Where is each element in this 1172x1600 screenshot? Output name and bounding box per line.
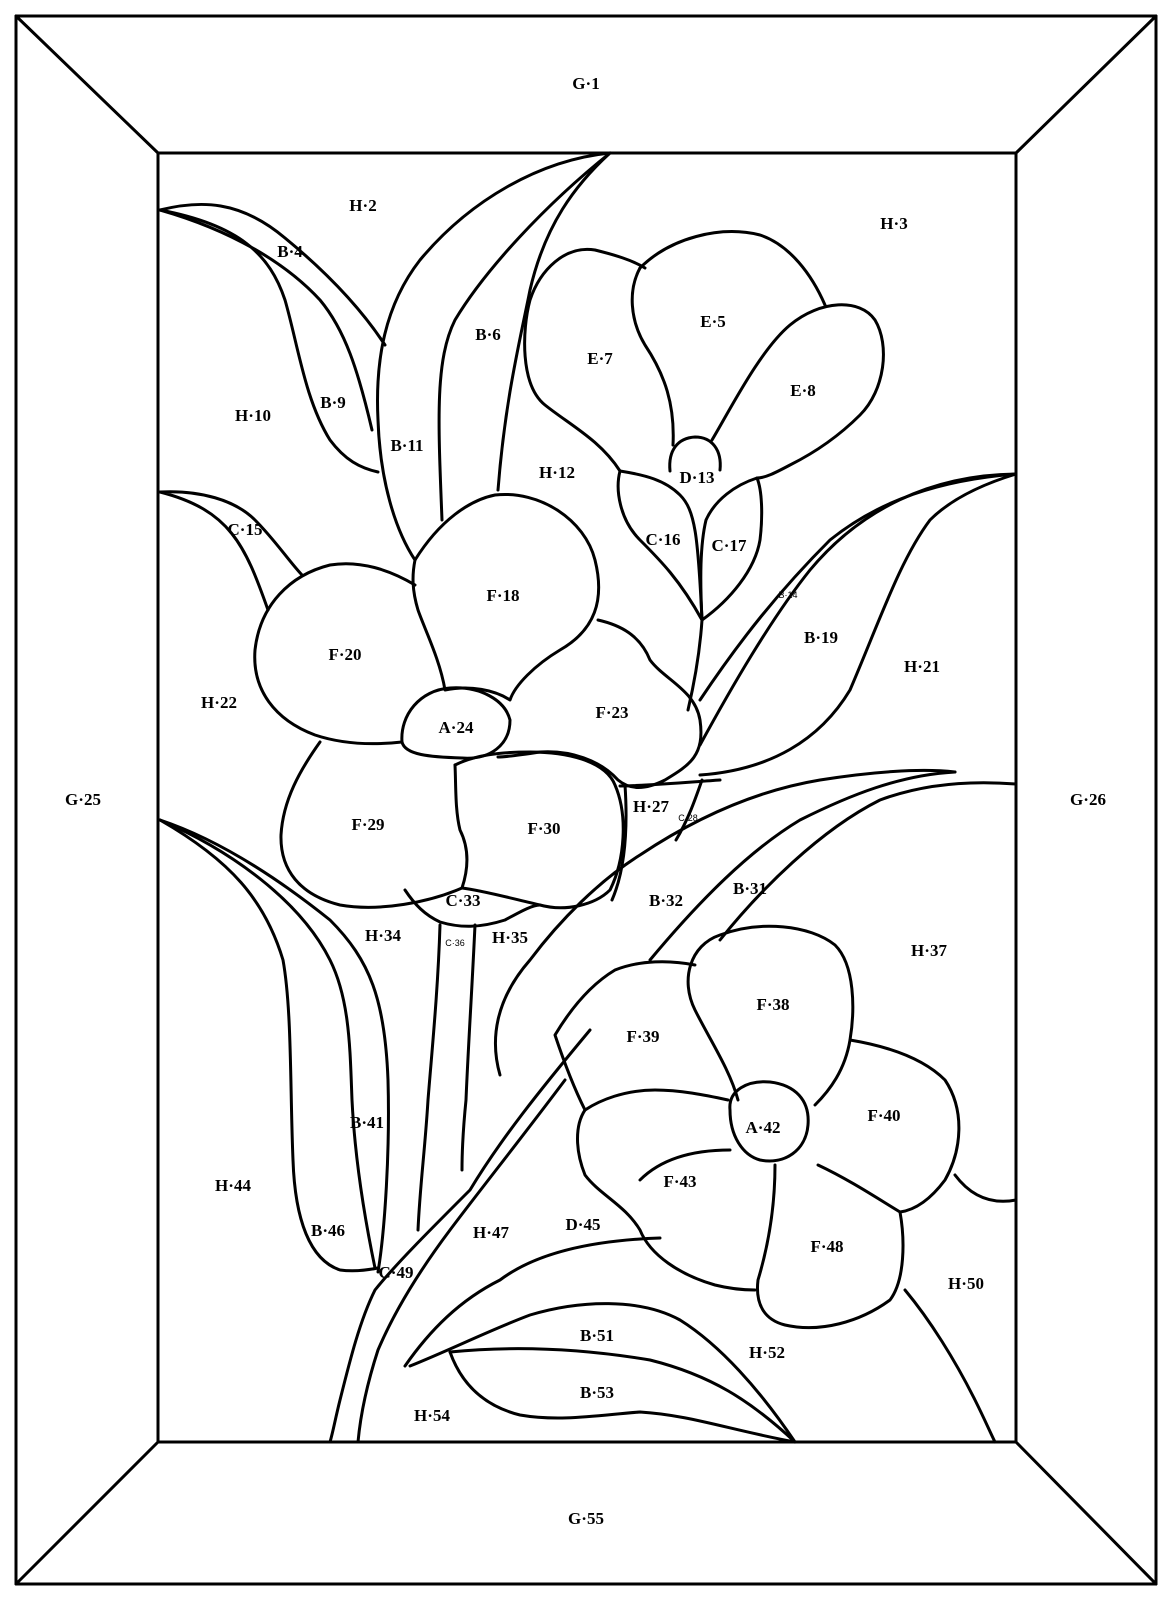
bottom-leaves xyxy=(408,1302,797,1444)
label-c49: C·49 xyxy=(379,1263,414,1282)
label-f40: F·40 xyxy=(867,1106,900,1125)
label-b32: B·32 xyxy=(649,891,683,910)
label-c16: C·16 xyxy=(646,530,681,549)
label-h47: H·47 xyxy=(473,1223,509,1242)
label-h35: H·35 xyxy=(492,928,528,947)
label-b41: B·41 xyxy=(350,1113,384,1132)
label-g25: G·25 xyxy=(65,790,101,809)
label-h44: H·44 xyxy=(215,1176,251,1195)
label-h21: H·21 xyxy=(904,657,940,676)
label-d45: D·45 xyxy=(566,1215,601,1234)
label-c28: C·28 xyxy=(678,813,698,823)
label-f48: F·48 xyxy=(810,1237,843,1256)
label-c36: C·36 xyxy=(445,938,465,948)
lower-flower xyxy=(553,924,961,1330)
label-b14: B·14 xyxy=(778,590,797,600)
label-h54: H·54 xyxy=(414,1406,450,1425)
upper-left-leaves xyxy=(158,151,612,562)
stems xyxy=(328,923,662,1444)
frame-lines xyxy=(14,14,1158,1586)
label-h27: H·27 xyxy=(633,797,669,816)
label-b51: B·51 xyxy=(580,1326,614,1345)
label-c33: C·33 xyxy=(446,891,481,910)
label-c15: C·15 xyxy=(228,520,263,539)
label-g1: G·1 xyxy=(572,74,599,93)
right-leaf xyxy=(698,472,1018,777)
label-e5: E·5 xyxy=(700,312,726,331)
label-f43: F·43 xyxy=(663,1172,696,1191)
label-f20: F·20 xyxy=(328,645,361,664)
label-e8: E·8 xyxy=(790,381,816,400)
label-h50: H·50 xyxy=(948,1274,984,1293)
label-g55: G·55 xyxy=(568,1509,604,1528)
label-h22: H·22 xyxy=(201,693,237,712)
label-h37: H·37 xyxy=(911,941,947,960)
label-b31: B·31 xyxy=(733,879,767,898)
label-f18: F·18 xyxy=(486,586,519,605)
label-b9: B·9 xyxy=(320,393,346,412)
label-h12: H·12 xyxy=(539,463,575,482)
lower-right xyxy=(903,1173,1018,1444)
label-f23: F·23 xyxy=(595,703,628,722)
label-f38: F·38 xyxy=(756,995,789,1014)
label-g26: G·26 xyxy=(1070,790,1106,809)
leaf-c15 xyxy=(158,490,304,612)
big-flower xyxy=(253,492,722,928)
label-h2: H·2 xyxy=(349,196,376,215)
label-h34: H·34 xyxy=(365,926,401,945)
label-b11: B·11 xyxy=(390,436,423,455)
label-b53: B·53 xyxy=(580,1383,614,1402)
label-d13: D·13 xyxy=(680,468,715,487)
label-h10: H·10 xyxy=(235,406,271,425)
label-b4: B·4 xyxy=(277,242,303,261)
label-f30: F·30 xyxy=(527,819,560,838)
label-f29: F·29 xyxy=(351,815,384,834)
label-c17: C·17 xyxy=(712,536,747,555)
piece-labels: G·1 H·2 H·3 B·4 E·5 B·6 E·7 E·8 B·9 H·10… xyxy=(65,74,1106,1528)
lower-left-leaf xyxy=(158,818,390,1274)
label-b6: B·6 xyxy=(475,325,501,344)
label-a24: A·24 xyxy=(439,718,474,737)
label-f39: F·39 xyxy=(626,1027,659,1046)
top-bud xyxy=(523,230,885,842)
label-h52: H·52 xyxy=(749,1343,785,1362)
label-b19: B·19 xyxy=(804,628,838,647)
label-e7: E·7 xyxy=(587,349,613,368)
sweeping-leaf xyxy=(494,768,1018,1077)
label-b46: B·46 xyxy=(311,1221,345,1240)
label-a42: A·42 xyxy=(746,1118,781,1137)
label-h3: H·3 xyxy=(880,214,907,233)
